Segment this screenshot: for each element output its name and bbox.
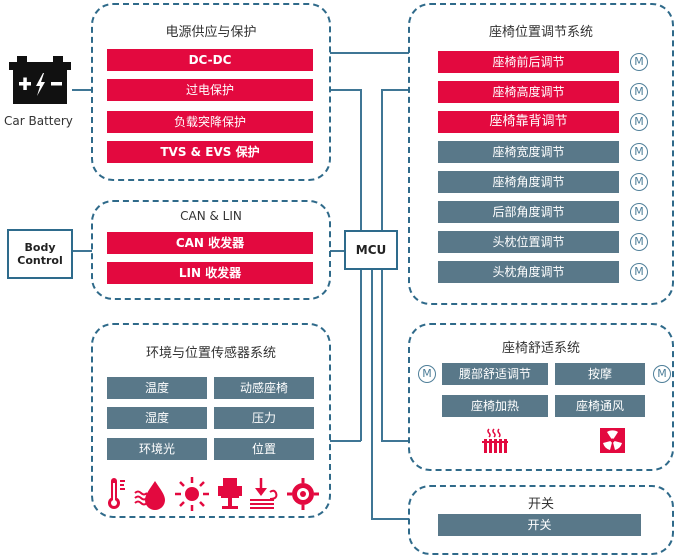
motor-icon: M bbox=[630, 113, 648, 131]
mcu-to-comfort-line-h bbox=[381, 440, 409, 442]
sensor-group: 环境与位置传感器系统 温度 动感座椅 湿度 压力 环境光 位置 bbox=[91, 323, 331, 518]
body-control-label-1: Body bbox=[24, 241, 56, 254]
can-to-mcu-line bbox=[330, 250, 345, 252]
motor-icon: M bbox=[630, 173, 648, 191]
seat-ventilation: 座椅通风 bbox=[555, 395, 645, 417]
lumbar-comfort: 腰部舒适调节 bbox=[442, 363, 548, 385]
mcu-to-sensor-line-v bbox=[360, 269, 362, 441]
seat-position-title: 座椅位置调节系统 bbox=[488, 25, 593, 40]
can-lin-title: CAN & LIN bbox=[180, 209, 242, 223]
motor-icon: M bbox=[630, 143, 648, 161]
switch-item: 开关 bbox=[438, 514, 641, 536]
mcu-to-seat-position-line-v bbox=[381, 89, 383, 231]
motor-icon: M bbox=[630, 263, 648, 281]
power-item-overcurrent: 过电保护 bbox=[107, 79, 313, 101]
sensor-ambient-light: 环境光 bbox=[107, 438, 207, 460]
sensor-pressure: 压力 bbox=[214, 407, 314, 429]
mcu-to-seat-position-line-h bbox=[382, 89, 409, 91]
body-control-to-can-line bbox=[72, 250, 92, 252]
sensor-motion-seat: 动感座椅 bbox=[214, 377, 314, 399]
fan-icon bbox=[600, 428, 625, 453]
sensor-icons bbox=[105, 475, 319, 511]
pressure-icon bbox=[250, 478, 278, 509]
power-supply-group: 电源供应与保护 DC-DC 过电保护 负载突降保护 TVS & EVS 保护 bbox=[91, 3, 331, 181]
headrest-position: 头枕位置调节 bbox=[438, 231, 619, 253]
power-to-mcu-line-v bbox=[360, 89, 362, 231]
body-control-box: Body Control bbox=[7, 229, 73, 279]
seat-comfort-title: 座椅舒适系统 bbox=[501, 341, 580, 356]
motor-icon: M bbox=[653, 365, 671, 383]
mcu-to-switch-line-h bbox=[371, 518, 409, 520]
seat-comfort-group: 座椅舒适系统 M 腰部舒适调节 按摩 M 座椅加热 座椅通风 bbox=[408, 323, 674, 471]
sensor-title: 环境与位置传感器系统 bbox=[145, 346, 276, 361]
sensor-temperature: 温度 bbox=[107, 377, 207, 399]
seat-width: 座椅宽度调节 bbox=[438, 141, 619, 163]
sensor-humidity: 湿度 bbox=[107, 407, 207, 429]
rear-angle: 后部角度调节 bbox=[438, 201, 619, 223]
sun-icon bbox=[175, 477, 209, 511]
power-supply-title: 电源供应与保护 bbox=[165, 25, 257, 40]
motor-icon: M bbox=[630, 203, 648, 221]
can-lin-group: CAN & LIN CAN 收发器 LIN 收发器 bbox=[91, 200, 331, 300]
switch-title: 开关 bbox=[527, 497, 554, 512]
can-transceiver: CAN 收发器 bbox=[107, 232, 313, 254]
seat-angle: 座椅角度调节 bbox=[438, 171, 619, 193]
massage: 按摩 bbox=[555, 363, 645, 385]
seat-height: 座椅高度调节 bbox=[438, 81, 619, 103]
thermometer-icon bbox=[108, 478, 125, 509]
car-battery-icon bbox=[9, 56, 71, 104]
motor-icon: M bbox=[630, 83, 648, 101]
seat-fore-aft: 座椅前后调节 bbox=[438, 51, 619, 73]
car-battery-label: Car Battery bbox=[4, 114, 73, 128]
mcu-to-switch-line-v bbox=[371, 269, 373, 519]
mcu-box: MCU bbox=[344, 230, 398, 270]
headrest-angle: 头枕角度调节 bbox=[438, 261, 619, 283]
motor-icon: M bbox=[418, 365, 436, 383]
heater-icon bbox=[480, 428, 510, 454]
car-battery: Car Battery bbox=[4, 56, 74, 132]
seat-position-group: 座椅位置调节系统 座椅前后调节 M 座椅高度调节 M 座椅靠背调节 M 座椅宽度… bbox=[408, 3, 674, 305]
seat-heating: 座椅加热 bbox=[442, 395, 548, 417]
mcu-label: MCU bbox=[355, 243, 387, 257]
mcu-to-sensor-line-h bbox=[330, 440, 361, 442]
power-to-seat-position-line bbox=[330, 52, 409, 54]
humidity-icon bbox=[134, 481, 165, 510]
power-to-mcu-line-h bbox=[330, 89, 361, 91]
lin-transceiver: LIN 收发器 bbox=[107, 262, 313, 284]
seat-icon bbox=[218, 478, 242, 509]
mcu-to-comfort-line-v bbox=[381, 269, 383, 441]
switch-group: 开关 开关 bbox=[408, 485, 674, 555]
motor-icon: M bbox=[630, 233, 648, 251]
sensor-position: 位置 bbox=[214, 438, 314, 460]
battery-to-power-line bbox=[72, 89, 92, 91]
power-item-load-dump: 负载突降保护 bbox=[107, 111, 313, 133]
body-control-label-2: Control bbox=[17, 254, 63, 267]
seat-backrest: 座椅靠背调节 bbox=[438, 111, 619, 133]
target-icon bbox=[287, 478, 319, 510]
motor-icon: M bbox=[630, 53, 648, 71]
power-item-tvs-evs: TVS & EVS 保护 bbox=[107, 141, 313, 163]
power-item-dcdc: DC-DC bbox=[107, 49, 313, 71]
